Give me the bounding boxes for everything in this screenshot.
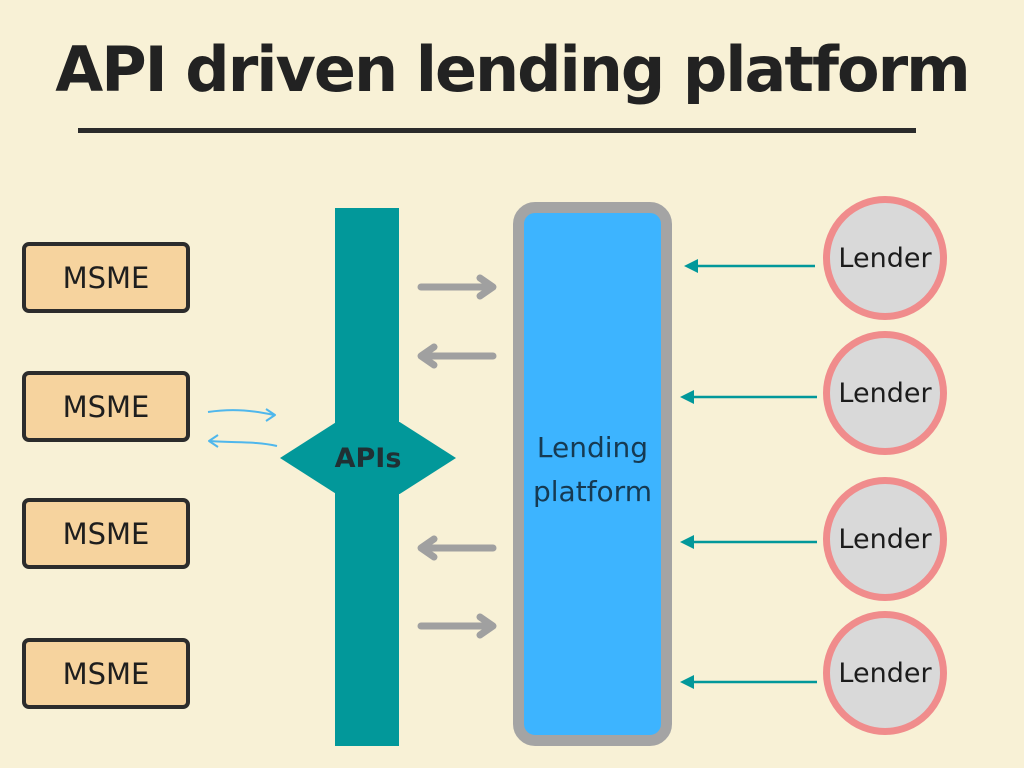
msme-box-2: MSME	[22, 371, 190, 442]
gray-arrow-left-2	[417, 535, 497, 561]
msme-box-3: MSME	[22, 498, 190, 569]
lending-platform-box	[513, 202, 672, 746]
teal-arrow-lender-1	[684, 259, 815, 273]
lender-circle-2: Lender	[823, 331, 947, 455]
lending-platform-label-line2: platform	[533, 475, 652, 508]
teal-arrow-lender-4	[680, 675, 817, 689]
gray-arrow-right-1	[417, 274, 497, 300]
lender-circle-4: Lender	[823, 611, 947, 735]
api-label: APIs	[334, 442, 402, 474]
page-title: API driven lending platform	[55, 33, 971, 106]
msme-box-4: MSME	[22, 638, 190, 709]
gray-arrow-left-1	[417, 343, 497, 369]
lender-circle-1: Lender	[823, 196, 947, 320]
msme-box-1: MSME	[22, 242, 190, 313]
lending-platform-label-line1: Lending	[536, 431, 649, 464]
gray-arrow-right-2	[417, 613, 497, 639]
teal-arrow-lender-2	[680, 390, 817, 404]
lender-circle-3: Lender	[823, 477, 947, 601]
blue-arrow-right	[207, 408, 276, 422]
title-underline	[78, 128, 916, 133]
blue-arrow-left	[208, 434, 278, 448]
lending-platform-label: Lending platform	[513, 426, 672, 514]
teal-arrow-lender-3	[680, 535, 817, 549]
